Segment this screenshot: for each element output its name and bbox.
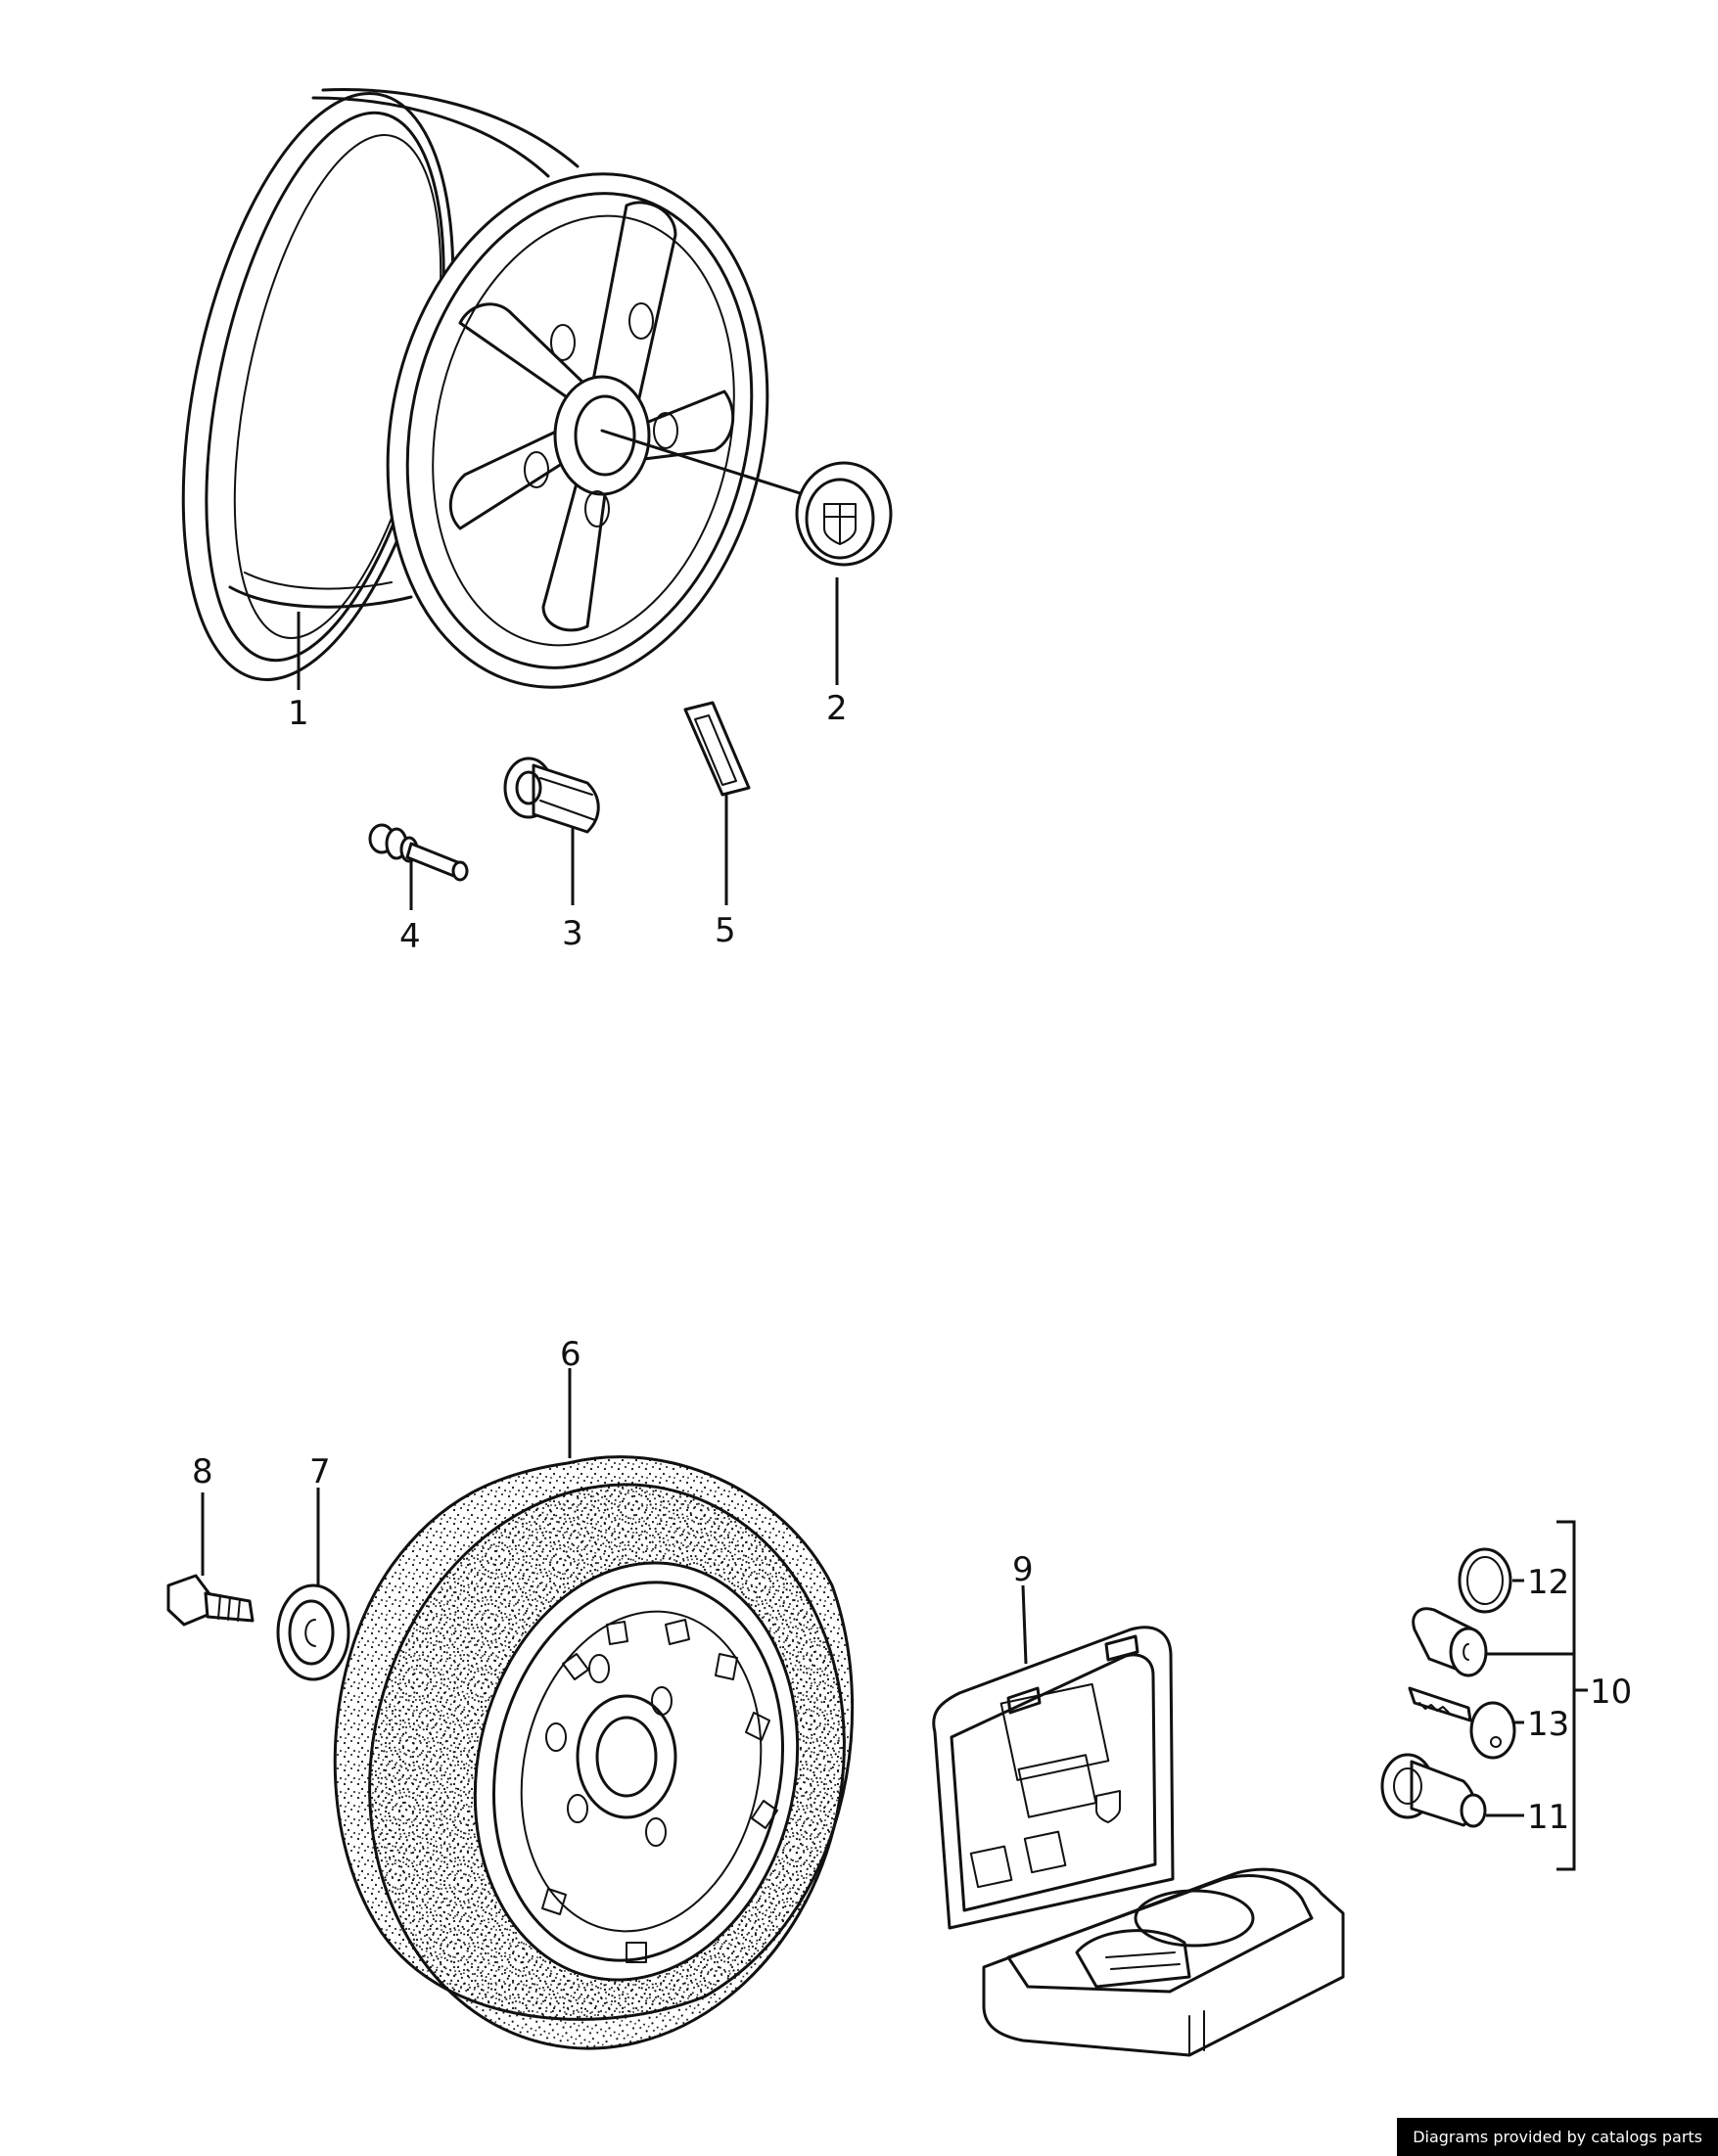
callout-12: 12 [1527, 1563, 1569, 1602]
callout-4: 4 [399, 917, 421, 956]
callout-6: 6 [560, 1335, 581, 1374]
callout-numbers: 1 2 3 4 5 6 7 8 9 10 11 12 13 [192, 689, 1632, 1837]
balance-weight-illustration [683, 701, 751, 797]
callout-11: 11 [1527, 1798, 1569, 1837]
callout-3: 3 [562, 914, 583, 953]
lock-set-illustration [1380, 1520, 1588, 1871]
wheel-rim-illustration [181, 88, 814, 689]
leader-lines [201, 577, 1574, 1817]
callout-9: 9 [1012, 1550, 1034, 1589]
callout-10: 10 [1590, 1673, 1632, 1712]
callout-2: 2 [826, 689, 848, 728]
callout-13: 13 [1527, 1705, 1569, 1744]
callout-1: 1 [288, 694, 309, 733]
callout-8: 8 [192, 1452, 213, 1491]
callout-5: 5 [715, 911, 736, 950]
center-cap-illustration [795, 461, 893, 567]
spare-wheel-illustration [333, 1455, 855, 2050]
credit-label: Diagrams provided by catalogs parts [1397, 2118, 1718, 2156]
seal-ring-illustration [276, 1583, 350, 1681]
callout-7: 7 [309, 1452, 331, 1491]
wheel-nut-illustration [503, 757, 600, 834]
bolt-illustration [166, 1574, 255, 1627]
compressor-case-illustration [932, 1626, 1345, 2057]
valve-illustration [368, 823, 469, 882]
